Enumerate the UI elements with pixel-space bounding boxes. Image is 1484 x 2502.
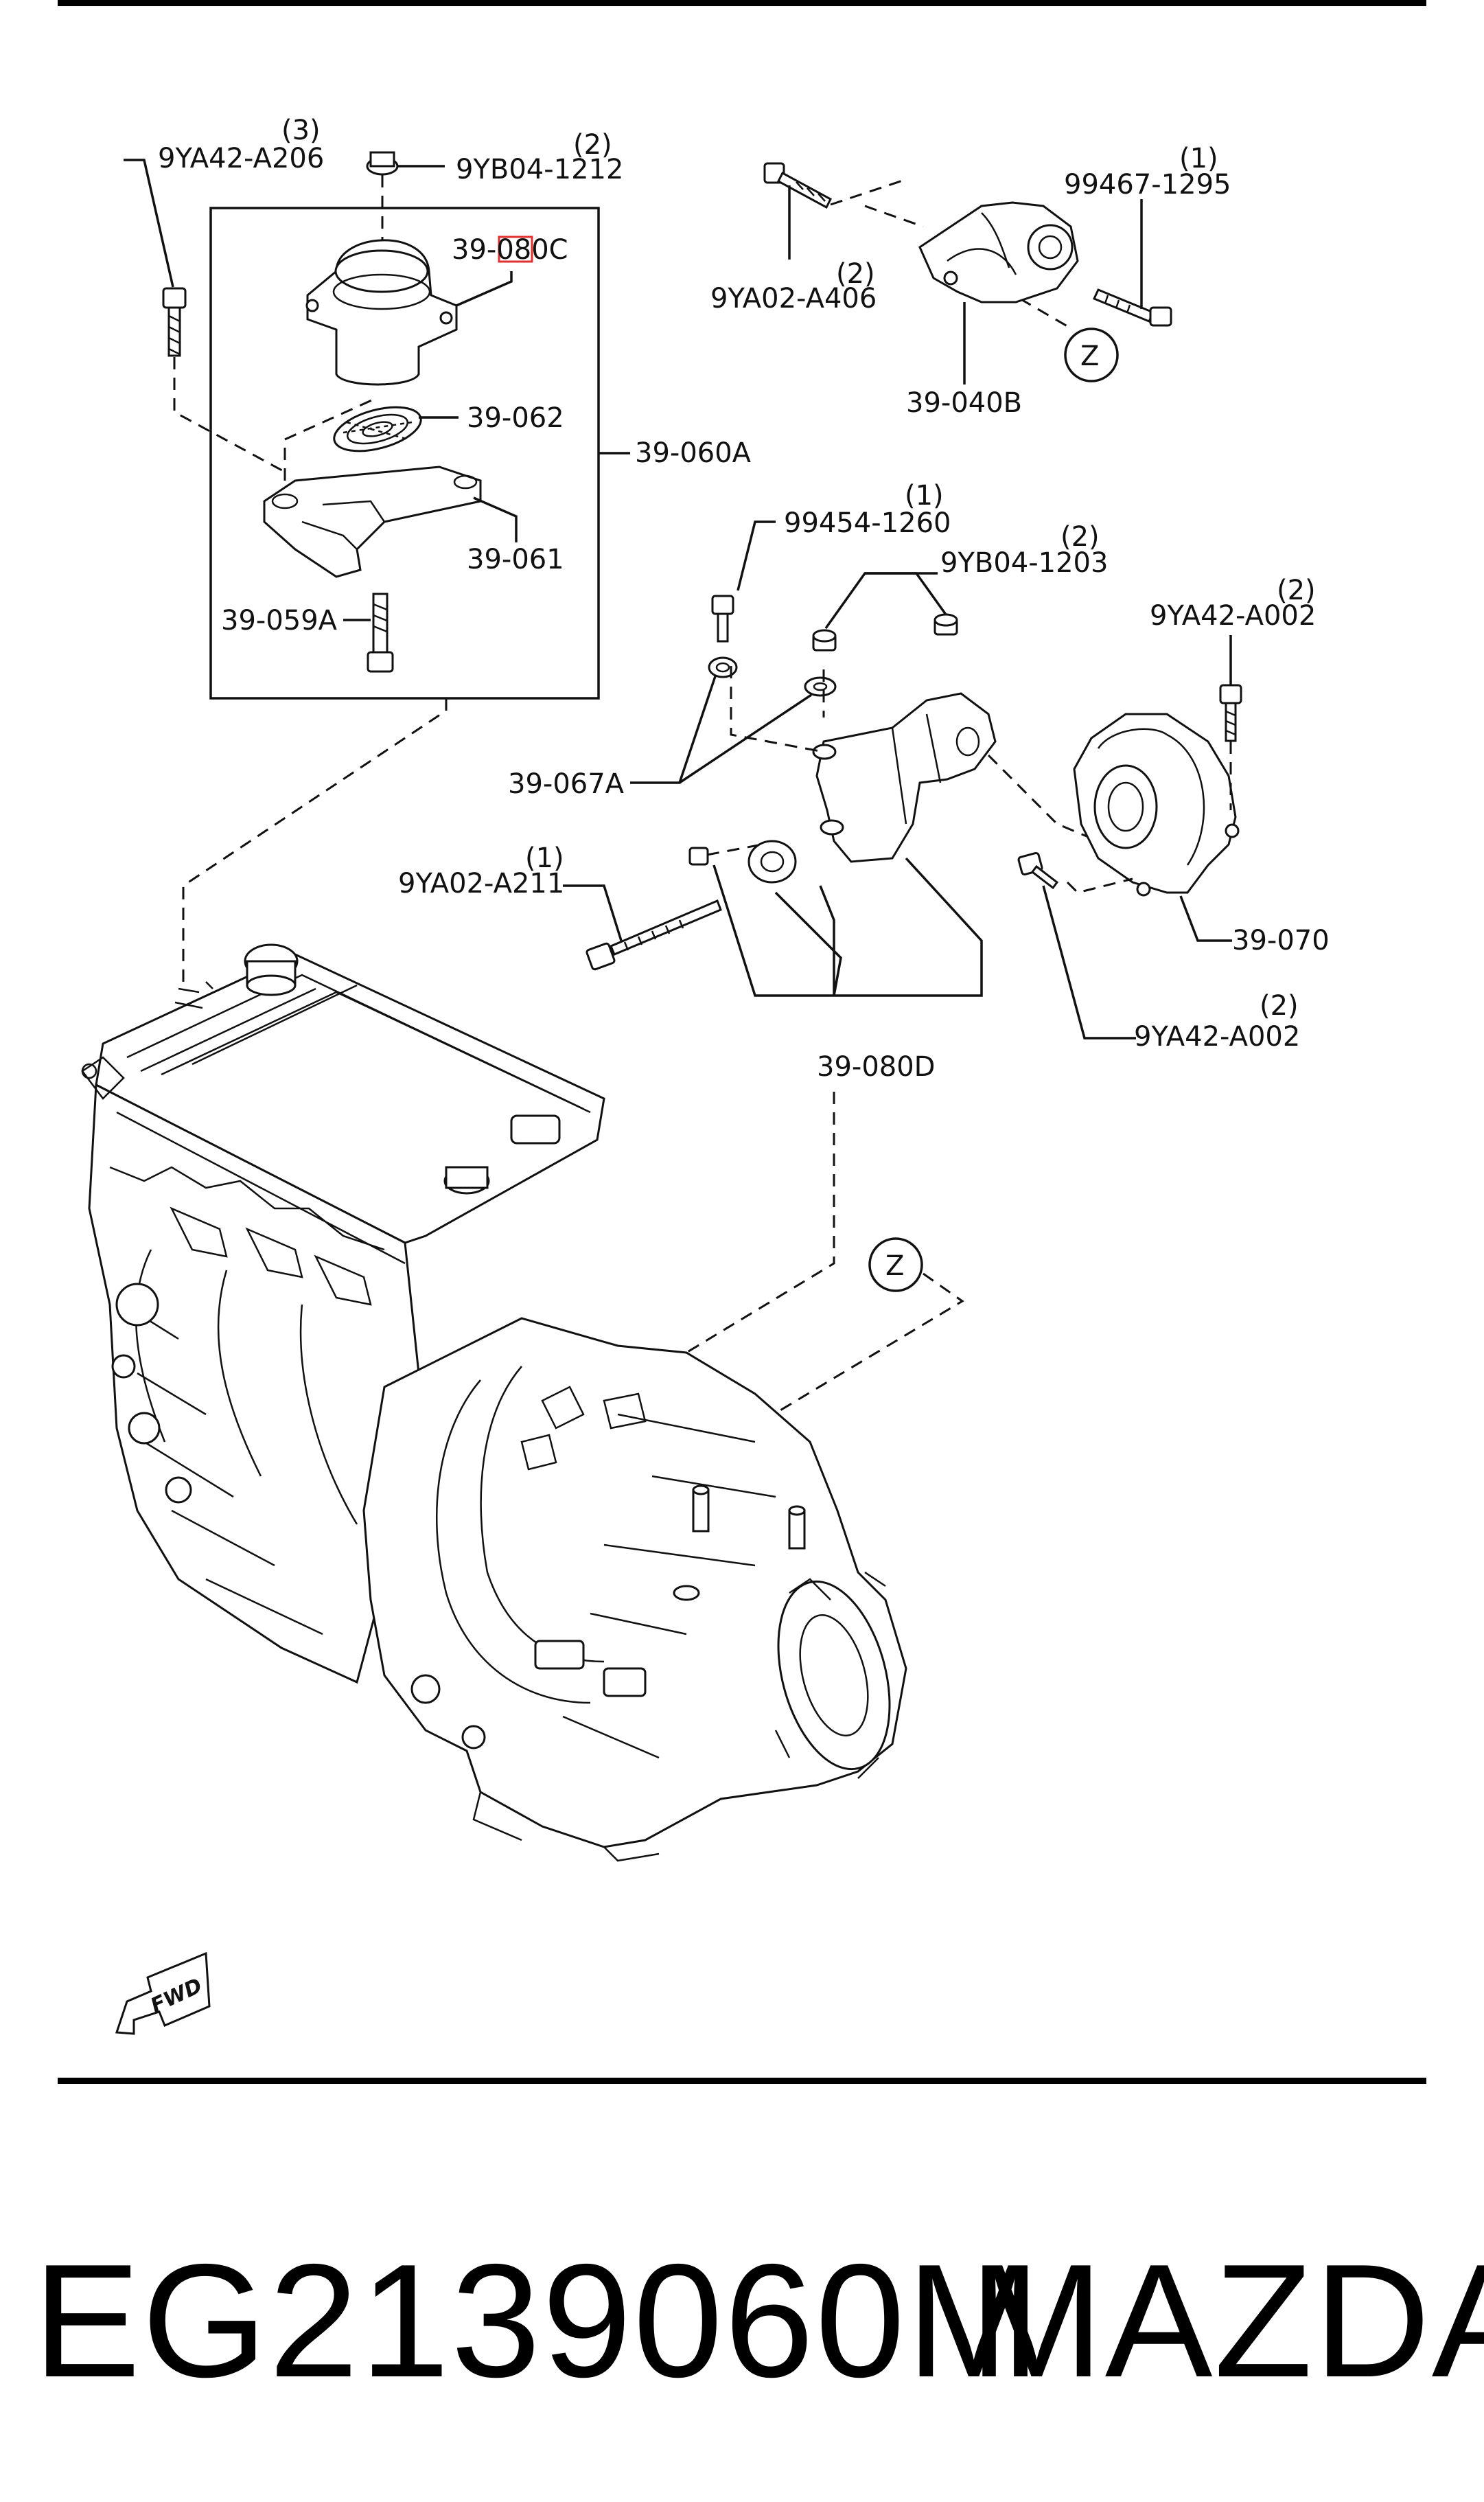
label-9ya02-a211: 9YA02-A211 [398, 868, 564, 899]
bracket-39-061 [263, 397, 518, 578]
part-number: EG2139060M [33, 2230, 1043, 2411]
plate-39-062 [333, 406, 459, 452]
bolt-39-059a [343, 593, 394, 673]
label-99467-1295: 99467-1295 [1064, 169, 1231, 200]
qty-9ya42-a002-upper: (2) [1277, 575, 1316, 606]
qty-9ya42-a206: (3) [281, 115, 321, 146]
mount-39-040b [918, 201, 1079, 385]
brand-name: MAZDA [969, 2230, 1484, 2411]
bolt-9ya42-a002-upper [1219, 635, 1242, 810]
label-39-040b: 39-040B [906, 387, 1022, 419]
label-39-062: 39-062 [467, 402, 564, 434]
bolt-99454-1260 [708, 520, 776, 678]
label-z-top: Z [1080, 341, 1099, 372]
label-39-070: 39-070 [1232, 925, 1330, 956]
qty-9ya42-a002-lower: (2) [1260, 990, 1299, 1022]
label-39-059a: 39-059A [221, 605, 338, 636]
label-9ya42-a206: 9YA42-A206 [158, 143, 324, 174]
qty-99467-1295: (1) [1179, 143, 1218, 174]
bracket-39-080d [730, 666, 1107, 863]
label-39-080d: 39-080D [817, 1051, 935, 1083]
label-39-067a: 39-067A [508, 768, 625, 800]
top-rule [58, 0, 1426, 6]
bolt-99467-1295 [1092, 199, 1172, 327]
engine-transmission-illustration [81, 943, 907, 1862]
bolt-9ya02-a211 [563, 840, 797, 971]
label-9yb04-1212: 9YB04-1212 [456, 154, 623, 185]
callout-z-top [1064, 328, 1119, 382]
dash-080d-to-trans [685, 1092, 835, 1600]
qty-99454-1260: (1) [905, 480, 944, 512]
label-9ya42-a002-lower: 9YA42-A002 [1134, 1021, 1300, 1053]
engine-mount-assembly-box [209, 207, 630, 700]
bottom-rule [58, 2078, 1426, 2084]
label-39-061: 39-061 [467, 544, 564, 575]
bolt-9ya42-a206 [124, 159, 289, 475]
qty-9yb04-1212: (2) [573, 129, 612, 161]
bolt-9ya42-a002-lower [1017, 851, 1136, 1040]
footer: EG2139060M MAZDA [0, 2218, 1484, 2424]
label-9ya02-a406: 9YA02-A406 [710, 283, 877, 314]
label-z-bottom: Z [885, 1250, 904, 1282]
label-39-060a: 39-060A [635, 437, 752, 469]
mount-39-080c [305, 239, 513, 386]
leader-39-080d [712, 857, 983, 997]
label-9ya42-a002-upper: 9YA42-A002 [1150, 600, 1316, 632]
nut-9yb04-1212 [366, 151, 445, 247]
highlight-box [498, 236, 533, 263]
qty-9yb04-1203: (2) [1060, 521, 1100, 553]
label-39-080c: 39-080C [452, 234, 568, 266]
dash-box-to-engine [182, 698, 448, 989]
dash-rear-mount [830, 179, 1071, 330]
mount-39-070 [1066, 713, 1240, 942]
nuts-9yb04-1203 [804, 572, 958, 697]
bolt-9ya02-a406 [763, 162, 832, 260]
label-9yb04-1203: 9YB04-1203 [940, 547, 1108, 579]
fwd-arrow-icon [115, 1951, 211, 2035]
label-99454-1260: 99454-1260 [784, 507, 951, 539]
qty-9ya02-a406: (2) [836, 258, 875, 290]
leader-39-067a [630, 676, 812, 784]
qty-9ya02-a211: (1) [525, 842, 564, 874]
